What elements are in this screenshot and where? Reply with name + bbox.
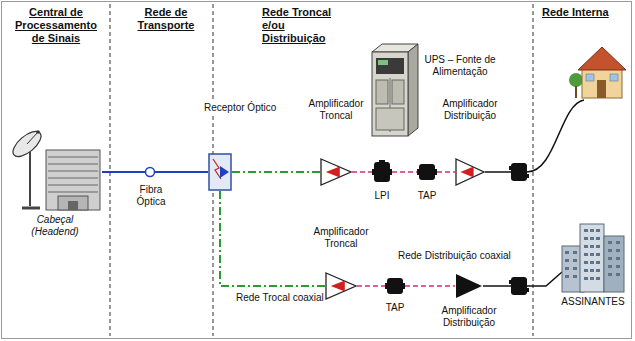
coax-connector	[405, 285, 455, 287]
ups-power-supply: UPS – Fonte de Alimentação	[368, 40, 418, 140]
section-heading: Central de Processamento de Sinais	[10, 6, 102, 45]
splitter-symbol	[509, 163, 529, 295]
trunk-amplifier: Amplificador Troncal	[325, 272, 357, 300]
coax-connector	[437, 171, 455, 173]
amplifier-symbol	[320, 158, 352, 186]
node-label: Amplificador Distribuição	[431, 305, 507, 329]
node-label: Receptor Óptico	[202, 102, 278, 114]
tap-symbol: TAP	[385, 276, 405, 296]
buildings-illustration	[562, 224, 624, 292]
section-heading: Rede de Transporte	[128, 6, 204, 32]
tap-box	[385, 276, 405, 296]
node-label: Cabeçal (Headend)	[25, 214, 85, 238]
node-label: Amplificador Distribuição	[432, 98, 508, 122]
headend-node: Cabeçal (Headend)	[8, 128, 102, 212]
section-heading: Rede Interna	[542, 6, 609, 19]
coax-connector	[220, 191, 325, 286]
node-label: ASSINANTES	[558, 296, 628, 308]
amplifier-symbol	[455, 273, 483, 299]
coax-connector	[392, 171, 417, 173]
coax-connector	[357, 285, 385, 287]
node-label: UPS – Fonte de Alimentação	[420, 54, 500, 78]
node-label: Amplificador Troncal	[304, 98, 368, 122]
subscribers-node: ASSINANTES	[560, 220, 626, 292]
ups-cabinet-illustration	[372, 44, 418, 136]
receiver-symbol	[208, 153, 232, 191]
node-label: Amplificador Troncal	[309, 226, 373, 250]
amplifier-symbol	[455, 158, 485, 186]
amplifier-symbol	[325, 272, 357, 300]
link-label: Rede Trocal coaxial	[236, 292, 324, 304]
house-illustration	[569, 47, 626, 98]
optical-receiver: Receptor Óptico	[208, 153, 232, 191]
fiber-marker	[146, 168, 155, 177]
node-label: TAP	[407, 190, 447, 202]
node-label: LPI	[362, 190, 402, 202]
trunk-amplifier: Amplificador Troncal	[320, 158, 352, 186]
tap-box	[417, 162, 437, 182]
section-separators	[110, 4, 533, 336]
lpi-inserter: LPI	[372, 160, 392, 184]
link-label: Fibra Óptica	[133, 184, 169, 208]
distribution-amplifier: Amplificador Distribuição	[455, 158, 485, 186]
headend-illustration	[9, 127, 100, 210]
coax-connector	[232, 171, 320, 173]
section-heading: Rede Troncal e/ou Distribuição	[262, 6, 346, 45]
node-label: TAP	[375, 302, 415, 314]
distribution-amplifier: Amplificador Distribuição	[455, 273, 483, 299]
link-label: Rede Distribuição coaxial	[398, 250, 511, 262]
coax-connector	[352, 171, 372, 173]
tap-symbol: TAP	[417, 162, 437, 182]
lpi-symbol	[372, 160, 392, 184]
